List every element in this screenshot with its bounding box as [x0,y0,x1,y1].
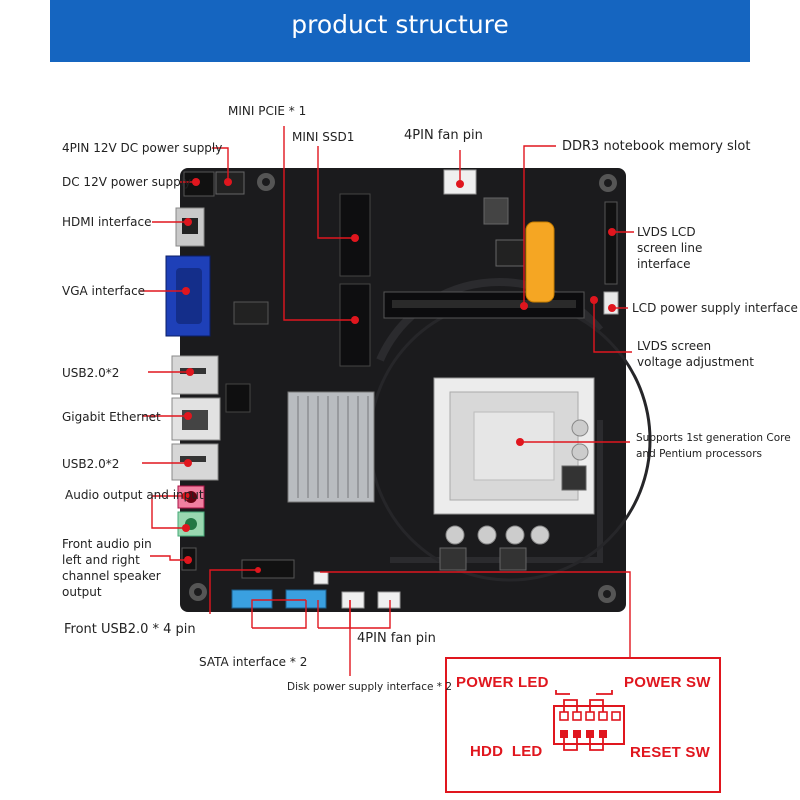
label-vga: VGA interface [62,284,146,298]
label-lcd-power: LCD power supply interface [632,301,798,315]
label-ddr3: DDR3 notebook memory slot [562,139,751,154]
label-mini-ssd: MINI SSD1 [292,130,355,144]
label-mini-pcie: MINI PCIE * 1 [228,104,307,118]
label-fan-pin-bottom: 4PIN fan pin [357,631,436,646]
label-usb-bottom: USB2.0*2 [62,457,120,471]
label-cpu-support: Supports 1st generation Core and Pentium… [636,432,791,460]
front-panel-diagram [445,657,721,793]
page-title: product structure [291,10,509,39]
label-front-usb: Front USB2.0 * 4 pin [64,622,196,637]
label-disk-power: Disk power supply interface * 2 [287,681,453,693]
pin-label-hdd-led: HDD LED [470,743,543,760]
pin-label-reset-sw: RESET SW [630,744,710,761]
label-lvds-voltage: LVDS screen voltage adjustment [637,339,754,369]
label-front-audio: Front audio pin left and right channel s… [62,537,161,599]
pin-label-power-sw: POWER SW [624,674,711,691]
label-audio-output: Audio output and input [65,488,204,502]
header-banner: product structure [50,0,750,62]
label-sata: SATA interface * 2 [199,655,308,669]
motherboard-image [165,168,652,612]
pin-label-power-led: POWER LED [456,674,549,691]
label-hdmi: HDMI interface [62,215,152,229]
leader-lines [140,126,640,676]
label-lvds-line: LVDS LCD screen line interface [637,225,703,271]
label-usb-top: USB2.0*2 [62,366,120,380]
label-dc-12v-supply: 4PIN 12V DC power supply [62,141,223,155]
label-fan-pin-top: 4PIN fan pin [404,128,483,143]
label-dc-12v: DC 12V power supply [62,175,192,189]
label-ethernet: Gigabit Ethernet [62,410,161,424]
leader-dots [182,178,616,573]
